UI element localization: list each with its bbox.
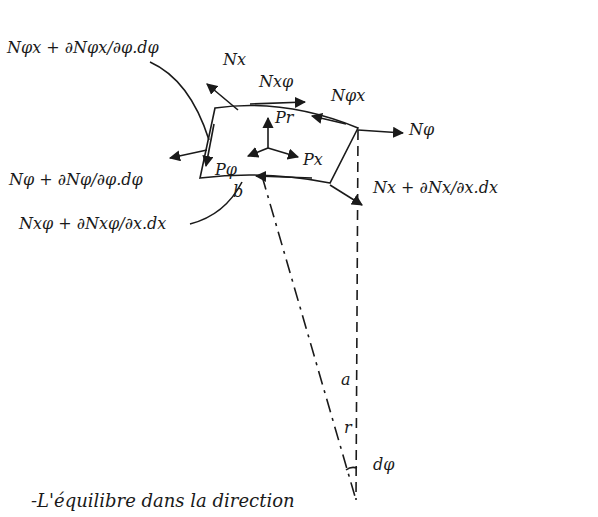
force-label: Nxφ xyxy=(258,72,294,91)
force-label: Nφx xyxy=(330,86,366,105)
force-label: Nφ + ∂Nφ/∂φ.dφ xyxy=(8,170,144,189)
force-arrow xyxy=(312,116,346,124)
leader-line xyxy=(150,62,209,140)
shell-element xyxy=(200,106,358,184)
angle-label: dφ xyxy=(372,455,395,474)
force-arrow xyxy=(250,102,305,104)
radius-line xyxy=(262,176,356,500)
force-label: Nx xyxy=(222,50,247,69)
force-label: Nxφ + ∂Nxφ/∂x.dx xyxy=(18,214,167,233)
load-label: Pr xyxy=(274,108,294,127)
load-label: Px xyxy=(302,150,324,169)
force-label: Nφx + ∂Nφx/∂φ.dφ xyxy=(6,38,160,57)
force-arrow xyxy=(330,185,362,205)
load-label: Pφ xyxy=(214,160,238,179)
force-arrow xyxy=(207,84,238,110)
radius-line xyxy=(356,130,358,500)
force-label: Nx + ∂Nx/∂x.dx xyxy=(372,178,499,197)
angle-arc xyxy=(346,467,357,470)
force-arrow xyxy=(256,176,312,178)
load-arrow xyxy=(248,148,268,156)
load-arrow xyxy=(267,118,269,148)
force-arrow xyxy=(358,130,403,133)
load-arrow xyxy=(268,148,298,157)
dimension-label: r xyxy=(343,418,353,437)
force-label: Nφ xyxy=(408,120,435,139)
force-arrow xyxy=(206,124,214,166)
caption-text: -L'équilibre dans la direction xyxy=(30,490,296,512)
point-label: a xyxy=(340,370,352,389)
force-arrow xyxy=(170,150,207,158)
point-label: b xyxy=(232,182,244,201)
